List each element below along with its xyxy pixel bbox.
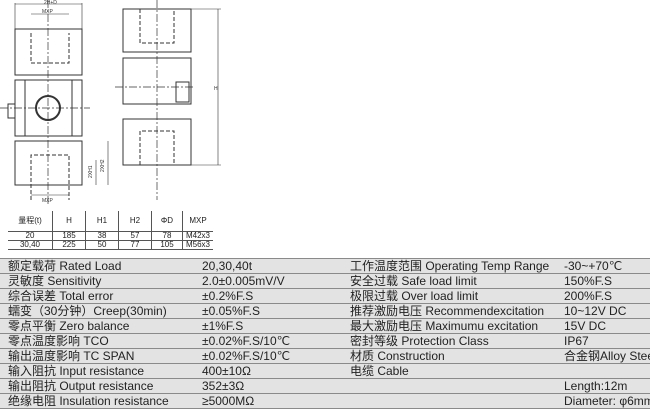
- spec-value: 20,30,40t: [202, 259, 253, 273]
- spec-label: 综合误差 Total error: [8, 289, 114, 303]
- spec-label: 额定载荷 Rated Load: [8, 259, 122, 273]
- spec-label: 绝缘电阻 Insulation resistance: [8, 394, 169, 408]
- spec-value-right: 200%F.S: [564, 289, 613, 303]
- side-view: H: [115, 0, 221, 200]
- spec-label-right: 材质 Construction: [350, 349, 445, 363]
- spec-label-right: 推荐激励电压 Recommendexcitation: [350, 304, 545, 318]
- spec-row: 绝缘电阻 Insulation resistance ≥5000MΩ Diamete…: [0, 393, 650, 409]
- h2-label: 2XH2: [100, 159, 106, 172]
- spec-value: ±0.05%F.S: [202, 304, 260, 318]
- spec-value-right: Length:12m: [564, 379, 628, 393]
- spec-label-right: 极限过载 Over load limit: [350, 289, 479, 303]
- spec-row: 零点平衡 Zero balance ±1%F.S 最大激励电压 Maximumu e…: [0, 318, 650, 333]
- spec-label-right: 密封等级 Protection Class: [350, 334, 489, 348]
- cell: 225: [52, 240, 86, 250]
- spec-value: ±0.2%F.S: [202, 289, 254, 303]
- spec-row: 输入阻抗 Input resistance 400±10Ω 电缆 Cable: [0, 363, 650, 378]
- cell: M42x3: [182, 231, 213, 241]
- spec-label: 零点平衡 Zero balance: [8, 319, 130, 333]
- spec-value-right: -30~+70℃: [564, 259, 623, 273]
- spec-value-right: 15V DC: [564, 319, 607, 333]
- load-cell-drawing: 2H+D MXP MXP 2XH1 2XH2 H: [0, 0, 221, 205]
- width-label: 2H+D: [44, 0, 57, 6]
- spec-label: 输出阻抗 Output resistance: [8, 379, 154, 393]
- spec-label: 输出温度影响 TC SPAN: [8, 349, 135, 363]
- spec-label: 零点温度影响 TCO: [8, 334, 109, 348]
- spec-value: 352±3Ω: [202, 379, 245, 393]
- cell: 30,40: [8, 240, 53, 250]
- spec-row: 灵敏度 Sensitivity 2.0±0.005mV/V 安全过载 Safe lo…: [0, 273, 650, 288]
- cell: 78: [151, 231, 183, 241]
- spec-value-right: 10~12V DC: [564, 304, 627, 318]
- cell: 77: [118, 240, 152, 250]
- spec-value-right: Diameter: φ6mm: [564, 394, 650, 408]
- header-d: ΦD: [151, 211, 183, 232]
- header-h: H: [52, 211, 86, 232]
- spec-label: 输入阻抗 Input resistance: [8, 364, 145, 378]
- spec-value: ±0.02%F.S/10℃: [202, 334, 291, 348]
- cell: 38: [85, 231, 119, 241]
- spec-value-right: 150%F.S: [564, 274, 613, 288]
- header-h1: H1: [85, 211, 119, 232]
- h-label: H: [214, 86, 218, 92]
- header-range: 量程(t): [8, 211, 53, 232]
- header-mxp: MXP: [182, 211, 213, 232]
- spec-label-right: 电缆 Cable: [350, 364, 409, 378]
- mxp-label-bottom: MXP: [42, 198, 54, 204]
- spec-label: 蠕变（30分钟）Creep(30min): [8, 304, 167, 318]
- spec-value: 2.0±0.005mV/V: [202, 274, 285, 288]
- h1-label: 2XH1: [88, 165, 94, 178]
- header-h2: H2: [118, 211, 152, 232]
- cell: 50: [85, 240, 119, 250]
- specifications-table: 额定载荷 Rated Load 20,30,40t 工作温度范围 Operating…: [0, 258, 650, 409]
- spec-value: ≥5000MΩ: [202, 394, 255, 408]
- spec-label-right: 安全过载 Safe load limit: [350, 274, 477, 288]
- spec-value-right: IP67: [564, 334, 589, 348]
- spec-value: ±0.02%F.S/10℃: [202, 349, 291, 363]
- cell: 185: [52, 231, 86, 241]
- mxp-label-top: MXP: [42, 9, 54, 15]
- spec-row: 额定载荷 Rated Load 20,30,40t 工作温度范围 Operating…: [0, 258, 650, 273]
- cell: M56x3: [182, 240, 213, 250]
- spec-label: 灵敏度 Sensitivity: [8, 274, 102, 288]
- spec-row: 输出温度影响 TC SPAN ±0.02%F.S/10℃ 材质 Constructi…: [0, 348, 650, 363]
- spec-row: 零点温度影响 TCO ±0.02%F.S/10℃ 密封等级 Protection C…: [0, 333, 650, 348]
- front-view: 2H+D MXP MXP 2XH1 2XH2: [0, 0, 109, 205]
- spec-row: 综合误差 Total error ±0.2%F.S 极限过载 Over load l…: [0, 288, 650, 303]
- spec-row: 蠕变（30分钟）Creep(30min) ±0.05%F.S 推荐激励电压 Reco…: [0, 303, 650, 318]
- spec-value: 400±10Ω: [202, 364, 251, 378]
- cell: 105: [151, 240, 183, 250]
- spec-label-right: 工作温度范围 Operating Temp Range: [350, 259, 550, 273]
- spec-value: ±1%F.S: [202, 319, 244, 333]
- spec-row: 输出阻抗 Output resistance 352±3Ω Length:12m: [0, 378, 650, 393]
- cell: 20: [8, 231, 53, 241]
- cell: 57: [118, 231, 152, 241]
- spec-label-right: 最大激励电压 Maximumu excitation: [350, 319, 539, 333]
- spec-value-right: 合金钢Alloy Steel: [564, 349, 650, 363]
